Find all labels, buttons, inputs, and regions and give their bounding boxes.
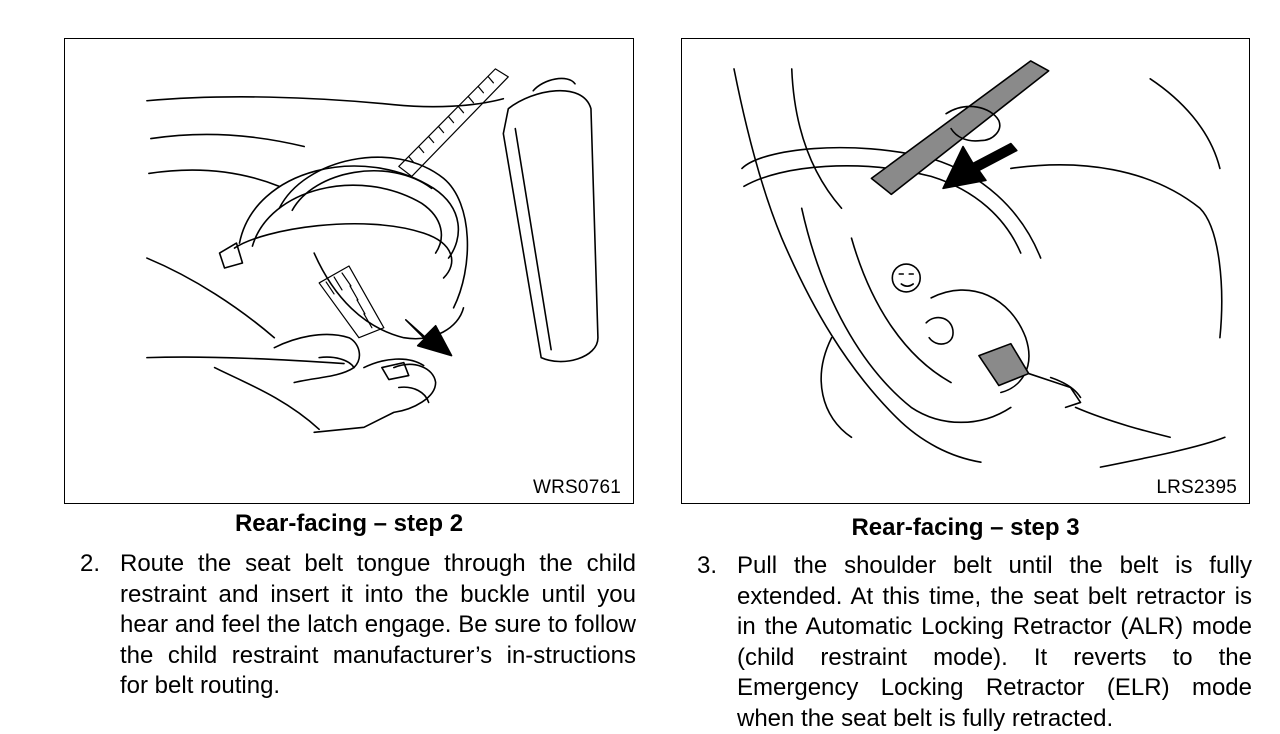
instruction-step-3: 3. Pull the shoulder belt until the belt…: [697, 551, 1252, 734]
illustration-shoulder-belt-pull: LRS2395: [681, 38, 1250, 504]
child-seat-line-drawing: [733, 60, 1226, 468]
figure-caption: Rear-facing – step 2: [234, 510, 464, 537]
instruction-step-2: 2. Route the seat belt tongue through th…: [80, 549, 636, 702]
child-seat-line-drawing: [146, 68, 599, 434]
figure-code: LRS2395: [1156, 477, 1237, 498]
step-number: 3.: [697, 552, 718, 579]
step-text: Pull the shoulder belt until the belt is…: [737, 552, 1252, 732]
step-number: 2.: [80, 550, 101, 577]
figure-code: WRS0761: [533, 477, 621, 498]
figure-caption: Rear-facing – step 3: [851, 514, 1080, 541]
illustration-seat-belt-routing: WRS0761: [64, 38, 634, 504]
step-text: Route the seat belt tongue through the c…: [120, 550, 636, 699]
